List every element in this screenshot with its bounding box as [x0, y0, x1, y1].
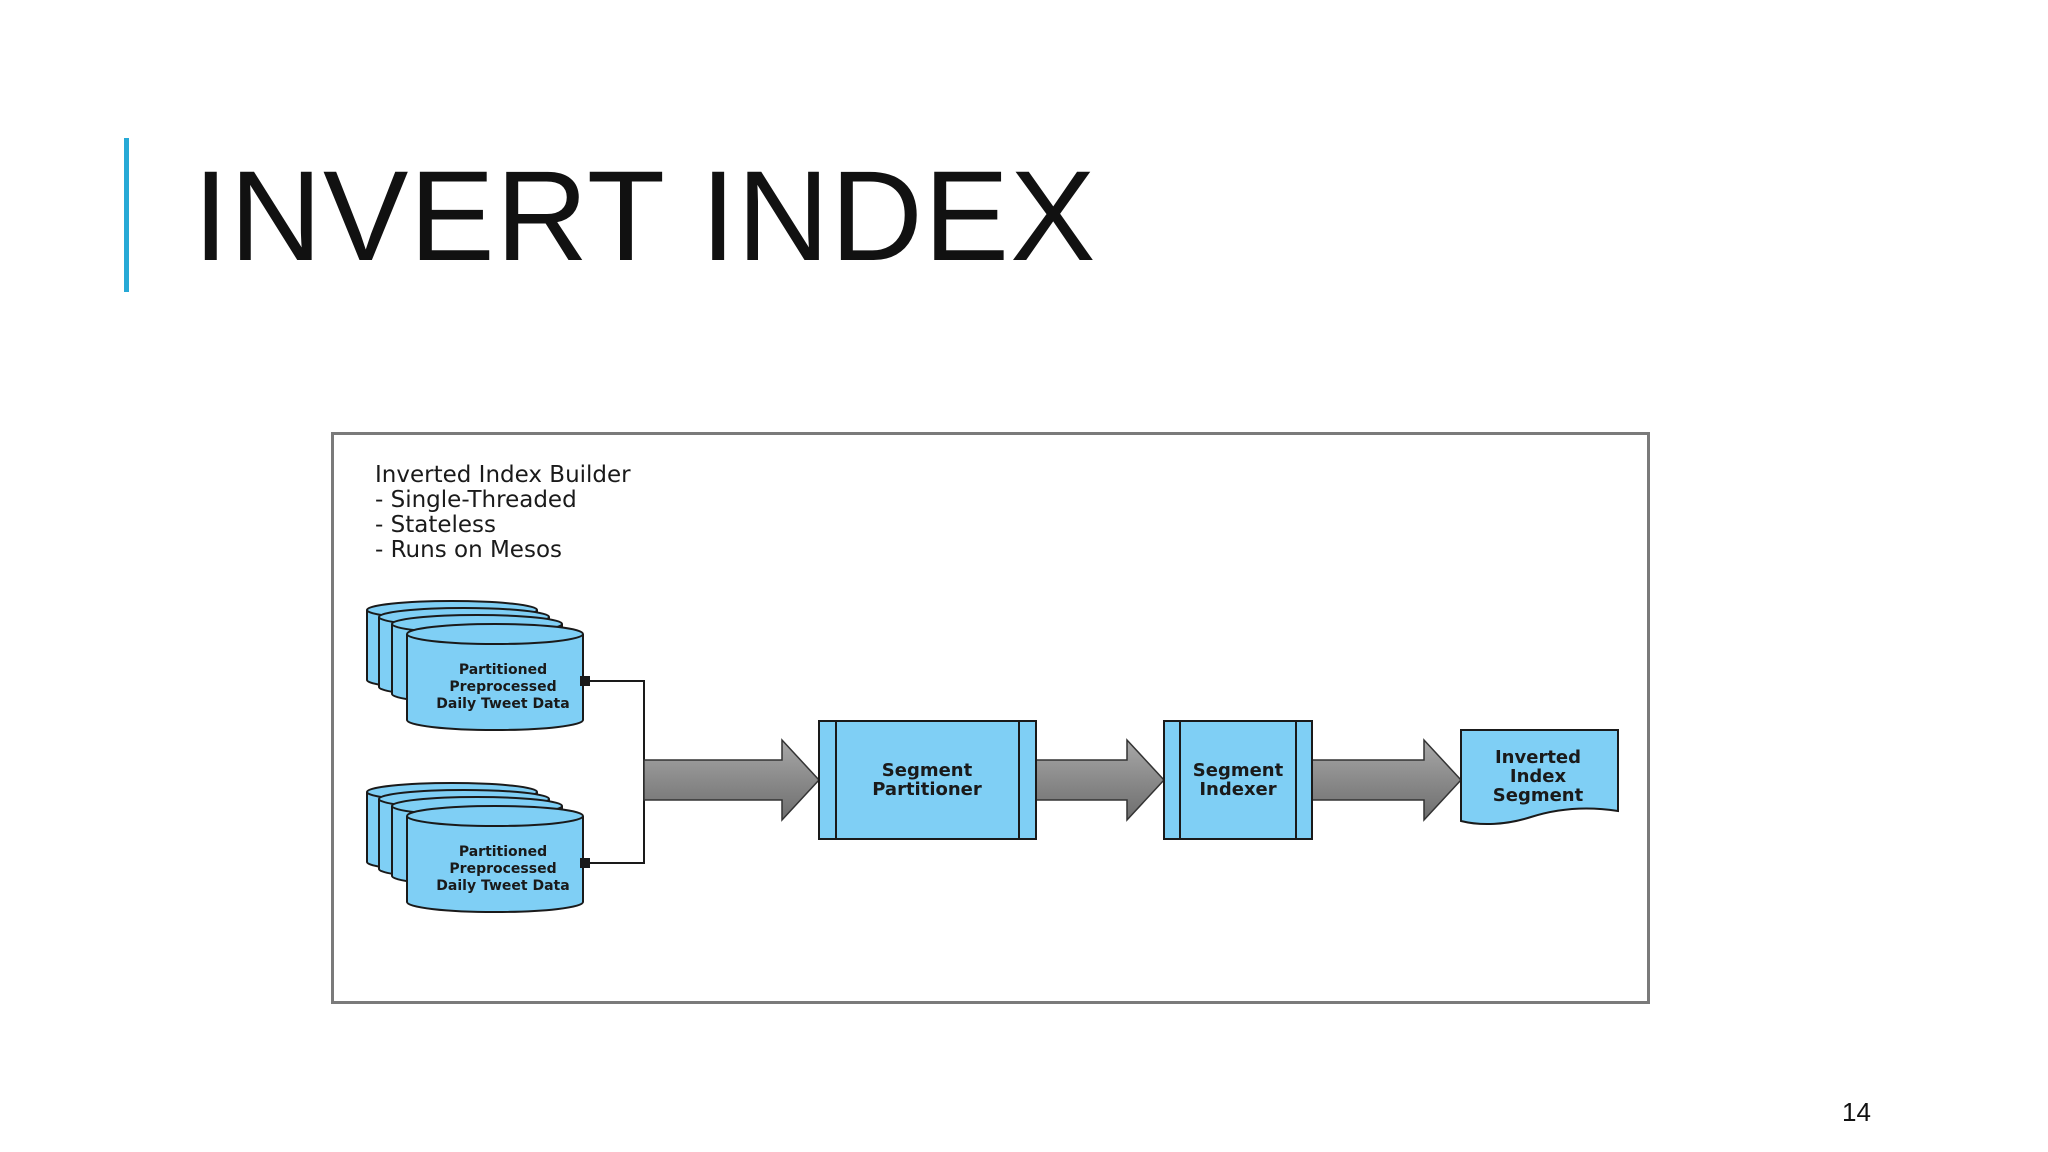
notes-item: - Single-Threaded [375, 487, 577, 513]
output-label: Inverted [1495, 747, 1581, 768]
datastore-label: Daily Tweet Data [436, 696, 569, 712]
datastore-top: Partitioned Preprocessed Daily Tweet Dat… [366, 600, 590, 731]
process-segment-partitioner: Segment Partitioner [818, 720, 1037, 840]
process-label: Segment [1193, 760, 1284, 781]
connector-port [580, 676, 590, 686]
datastore-label: Preprocessed [449, 861, 556, 877]
flow-arrow [1311, 738, 1463, 822]
datastore-bottom: Partitioned Preprocessed Daily Tweet Dat… [366, 782, 590, 913]
slide-title: INVERT INDEX [193, 145, 1097, 288]
process-label: Partitioner [872, 779, 982, 800]
process-label: Segment [882, 760, 973, 781]
cylinder-front [406, 805, 584, 913]
flow-diagram: Inverted Index Builder - Single-Threaded… [331, 432, 1650, 1004]
cylinder-front [406, 623, 584, 731]
datastore-label: Partitioned [459, 844, 547, 860]
datastore-label: Partitioned [459, 662, 547, 678]
flow-arrow [1035, 738, 1166, 822]
flow-arrow [643, 738, 821, 822]
output-label: Segment [1493, 785, 1584, 806]
output-label: Index [1510, 766, 1567, 787]
notes-item: - Stateless [375, 512, 496, 538]
datastore-label: Daily Tweet Data [436, 878, 569, 894]
builder-notes: Inverted Index Builder - Single-Threaded… [375, 462, 631, 563]
connector-port [580, 858, 590, 868]
process-label: Indexer [1199, 779, 1276, 800]
page-number: 14 [1842, 1097, 1871, 1127]
output-inverted-index-segment: Inverted Index Segment [1460, 729, 1619, 826]
process-segment-indexer: Segment Indexer [1163, 720, 1313, 840]
notes-item: - Runs on Mesos [375, 537, 562, 563]
title-accent-bar [124, 138, 129, 292]
datastore-label: Preprocessed [449, 679, 556, 695]
notes-heading: Inverted Index Builder [375, 462, 631, 488]
